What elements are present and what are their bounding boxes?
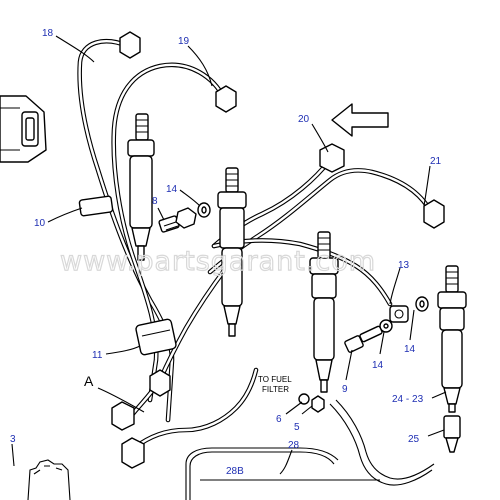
bolt-9 <box>344 325 383 353</box>
washer-6 <box>298 393 310 405</box>
injector-3 <box>309 231 339 393</box>
nozzle-25 <box>443 415 461 453</box>
pipe-clamp-11 <box>135 318 177 356</box>
callout-3: 3 <box>10 434 16 445</box>
injector-1 <box>127 113 155 261</box>
callout-24-23: 24 - 23 <box>392 394 424 405</box>
callout-9: 9 <box>342 384 348 395</box>
callout-14-a: 14 <box>166 184 178 195</box>
callout-18: 18 <box>42 28 54 39</box>
watermark: www.partsgarant.com <box>60 246 376 277</box>
pipe-clamp-10 <box>78 195 114 217</box>
callout-8: 8 <box>152 196 158 207</box>
fuel-lines <box>77 38 435 451</box>
callout-6: 6 <box>276 414 282 425</box>
callout-14-b: 14 <box>404 344 416 355</box>
callout-28: 28 <box>288 440 300 451</box>
callout-5: 5 <box>294 422 300 433</box>
callout-20: 20 <box>298 114 310 125</box>
callout-11: 11 <box>92 350 103 361</box>
callout-14-c: 14 <box>372 360 384 371</box>
fitting-8 <box>158 207 197 233</box>
return-lines-28 <box>185 399 435 500</box>
callout-19: 19 <box>178 36 190 47</box>
view-label-a: A <box>84 373 94 389</box>
banjo-fitting-13 <box>389 305 409 323</box>
callout-21: 21 <box>430 156 442 167</box>
callout-25: 25 <box>408 434 420 445</box>
washers-14 <box>197 202 429 333</box>
nut-5 <box>311 395 325 413</box>
pipe-nuts <box>111 31 445 469</box>
injector-4 <box>437 265 467 413</box>
pump-mount-bracket <box>0 95 47 163</box>
callout-13: 13 <box>398 260 410 271</box>
injector-2 <box>217 167 247 337</box>
leader-lines <box>11 35 447 475</box>
fuel-filter-note-line2: FILTER <box>262 385 289 394</box>
callout-10: 10 <box>34 218 46 229</box>
fuel-filter-note-line1: TO FUEL <box>258 375 292 384</box>
hollow-left-arrow-icon <box>331 103 389 137</box>
gear-3 <box>27 459 71 500</box>
callout-28b: 28B <box>226 466 244 477</box>
